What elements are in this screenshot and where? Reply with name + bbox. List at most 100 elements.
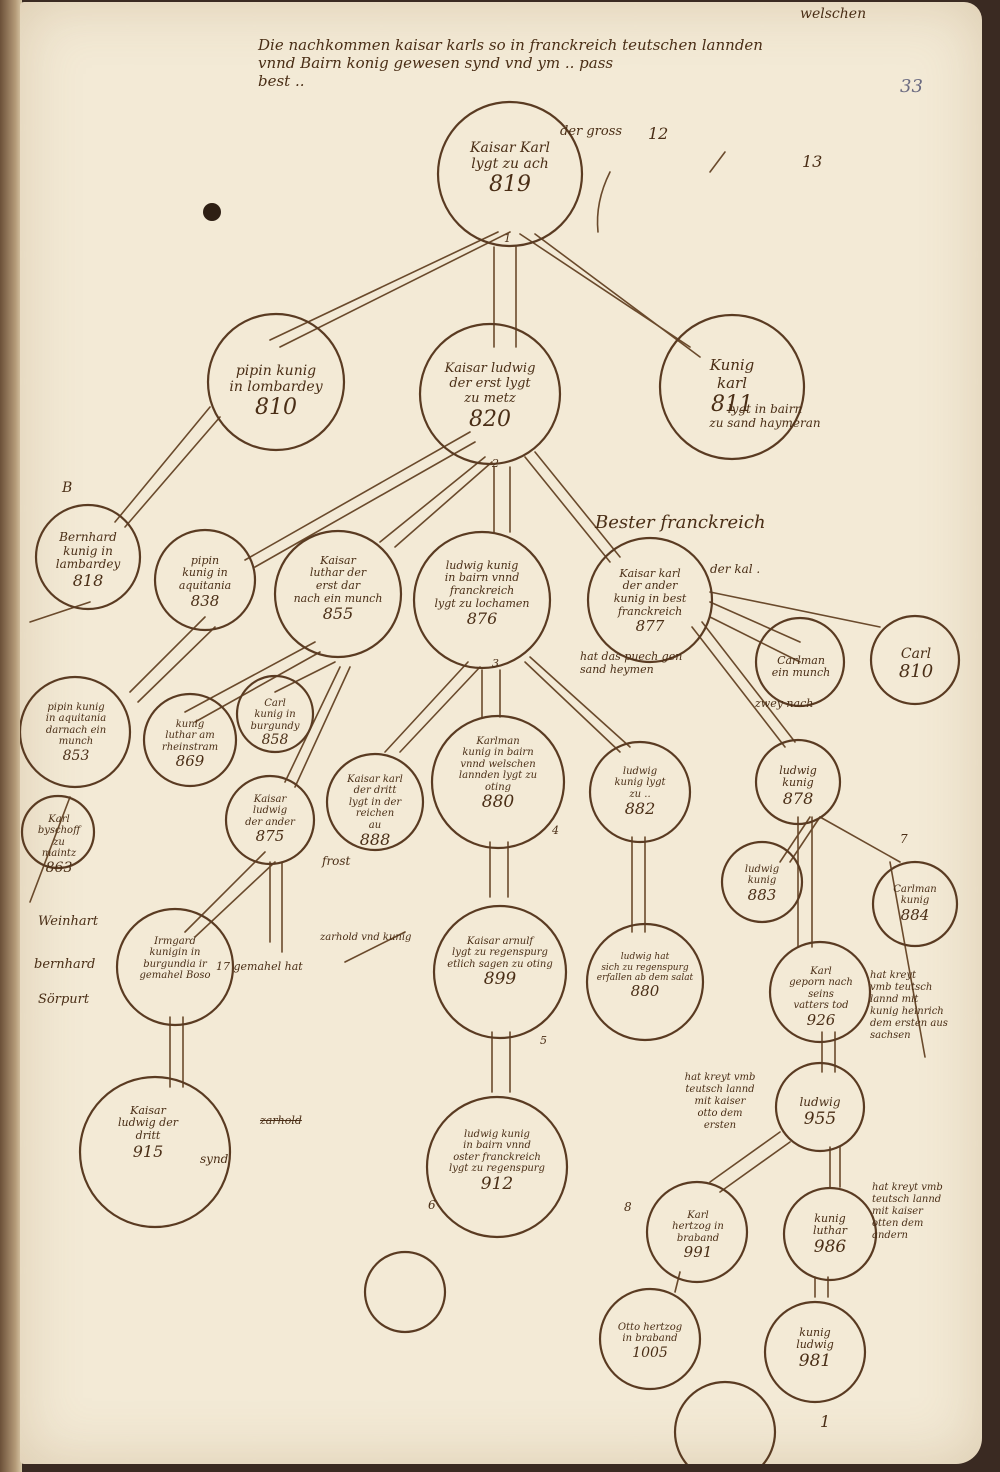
node-circle bbox=[720, 840, 804, 924]
connector-line bbox=[194, 651, 321, 723]
connector-line bbox=[709, 591, 881, 628]
section-label-b: B bbox=[62, 480, 73, 496]
node-circle bbox=[273, 529, 403, 659]
connector-line bbox=[137, 626, 216, 703]
annotation: der kal . bbox=[710, 562, 761, 576]
connector-line bbox=[294, 666, 351, 788]
connector-line bbox=[184, 851, 266, 933]
connector-line bbox=[254, 441, 476, 568]
node-circle bbox=[430, 714, 566, 850]
annotation: hat kreyt vmb teutsch lannd mit kunig he… bbox=[870, 970, 948, 1041]
node-circle bbox=[20, 794, 96, 870]
connector-line bbox=[529, 656, 631, 748]
annotation: synd bbox=[200, 1152, 229, 1166]
connector-line bbox=[124, 416, 221, 528]
connector-line bbox=[709, 151, 726, 173]
numeral: 7 bbox=[900, 832, 908, 846]
numeral: 6 bbox=[428, 1198, 436, 1212]
connector-line bbox=[691, 626, 786, 748]
node-circle bbox=[142, 692, 238, 788]
empty-circle bbox=[673, 1380, 777, 1464]
genealogy-lines bbox=[20, 100, 961, 1464]
margin-note: Sörpurt bbox=[38, 992, 90, 1007]
node-circle bbox=[586, 536, 714, 664]
node-circle bbox=[436, 100, 584, 248]
connector-line bbox=[524, 456, 611, 563]
annotation: hat kreyt vmb teutsch lannd mit kaiser o… bbox=[872, 1182, 943, 1241]
node-arnulf: Kaisar arnulf lygt zu regenspurg etlich … bbox=[447, 935, 553, 989]
node-circle bbox=[782, 1186, 878, 1282]
numeral: 1 bbox=[820, 1412, 831, 1431]
numeral: 4 bbox=[552, 824, 559, 837]
connector-line bbox=[709, 616, 801, 663]
node-circle bbox=[412, 530, 552, 670]
node-luthar-der-erst: Kaisar luthar der erst dar nach ein munc… bbox=[293, 553, 383, 624]
annotation: frost bbox=[322, 854, 351, 868]
node-circle bbox=[645, 1180, 749, 1284]
node-circle bbox=[754, 738, 842, 826]
node-circle bbox=[325, 752, 425, 852]
node-circle bbox=[585, 922, 705, 1042]
numeral: 5 bbox=[540, 1034, 547, 1047]
node-circle bbox=[768, 940, 872, 1044]
numeral: 3 bbox=[492, 657, 499, 670]
node-circle bbox=[418, 322, 562, 466]
connector-line bbox=[399, 666, 481, 753]
folio-number: 33 bbox=[900, 76, 923, 97]
numeral: 13 bbox=[802, 152, 823, 171]
connector-line bbox=[709, 1131, 781, 1183]
node-circle bbox=[115, 907, 235, 1027]
connector-line bbox=[29, 601, 91, 623]
annotation: der gross bbox=[560, 124, 623, 139]
node-circle bbox=[432, 904, 568, 1040]
node-ludwig-regenspurg: ludwig hat sich zu regenspurg erfallen a… bbox=[596, 952, 694, 1001]
node-circle bbox=[774, 1061, 866, 1153]
connector-line bbox=[114, 406, 211, 523]
page-heading: Die nachkommen kaisar karls so in franck… bbox=[258, 36, 763, 90]
connector-line bbox=[269, 231, 499, 341]
connector-line bbox=[889, 861, 926, 1058]
margin-note: bernhard bbox=[34, 957, 96, 972]
ink-blot bbox=[203, 203, 221, 221]
empty-circle bbox=[363, 1250, 447, 1334]
connector-line bbox=[719, 1141, 791, 1193]
connector-line bbox=[524, 661, 621, 753]
connector-line bbox=[394, 461, 493, 548]
heading-addition: welschen bbox=[800, 6, 867, 22]
node-karlman-bairn: Karlman kunig in bairn vnnd welschen lan… bbox=[458, 735, 538, 812]
node-circle bbox=[598, 1287, 702, 1391]
connector-line bbox=[701, 621, 796, 743]
connector-line bbox=[344, 931, 406, 963]
connector-line bbox=[379, 456, 486, 543]
node-pipin-aquitania-munch: pipin kunig in aquitania darnach ein mun… bbox=[45, 701, 107, 764]
node-circle bbox=[871, 860, 959, 948]
manuscript-page: Die nachkommen kaisar karls so in franck… bbox=[20, 2, 982, 1464]
node-circle bbox=[763, 1300, 867, 1404]
annotation: 17 gemahel hat bbox=[216, 960, 303, 973]
node-circle bbox=[235, 674, 315, 754]
annotation: zarhold vnd kunig bbox=[320, 932, 412, 943]
node-circle bbox=[869, 614, 961, 706]
connector-line bbox=[274, 661, 336, 693]
node-carlman-munch: Carlman ein munch bbox=[771, 653, 831, 680]
annotation: lygt in bairn zu sand haymeran bbox=[709, 402, 821, 431]
connector-line bbox=[789, 816, 821, 863]
margin-note: Weinhart bbox=[38, 914, 99, 929]
node-circle bbox=[20, 675, 132, 789]
numeral: 8 bbox=[624, 1200, 632, 1214]
annotation: zarhold bbox=[260, 1114, 302, 1127]
